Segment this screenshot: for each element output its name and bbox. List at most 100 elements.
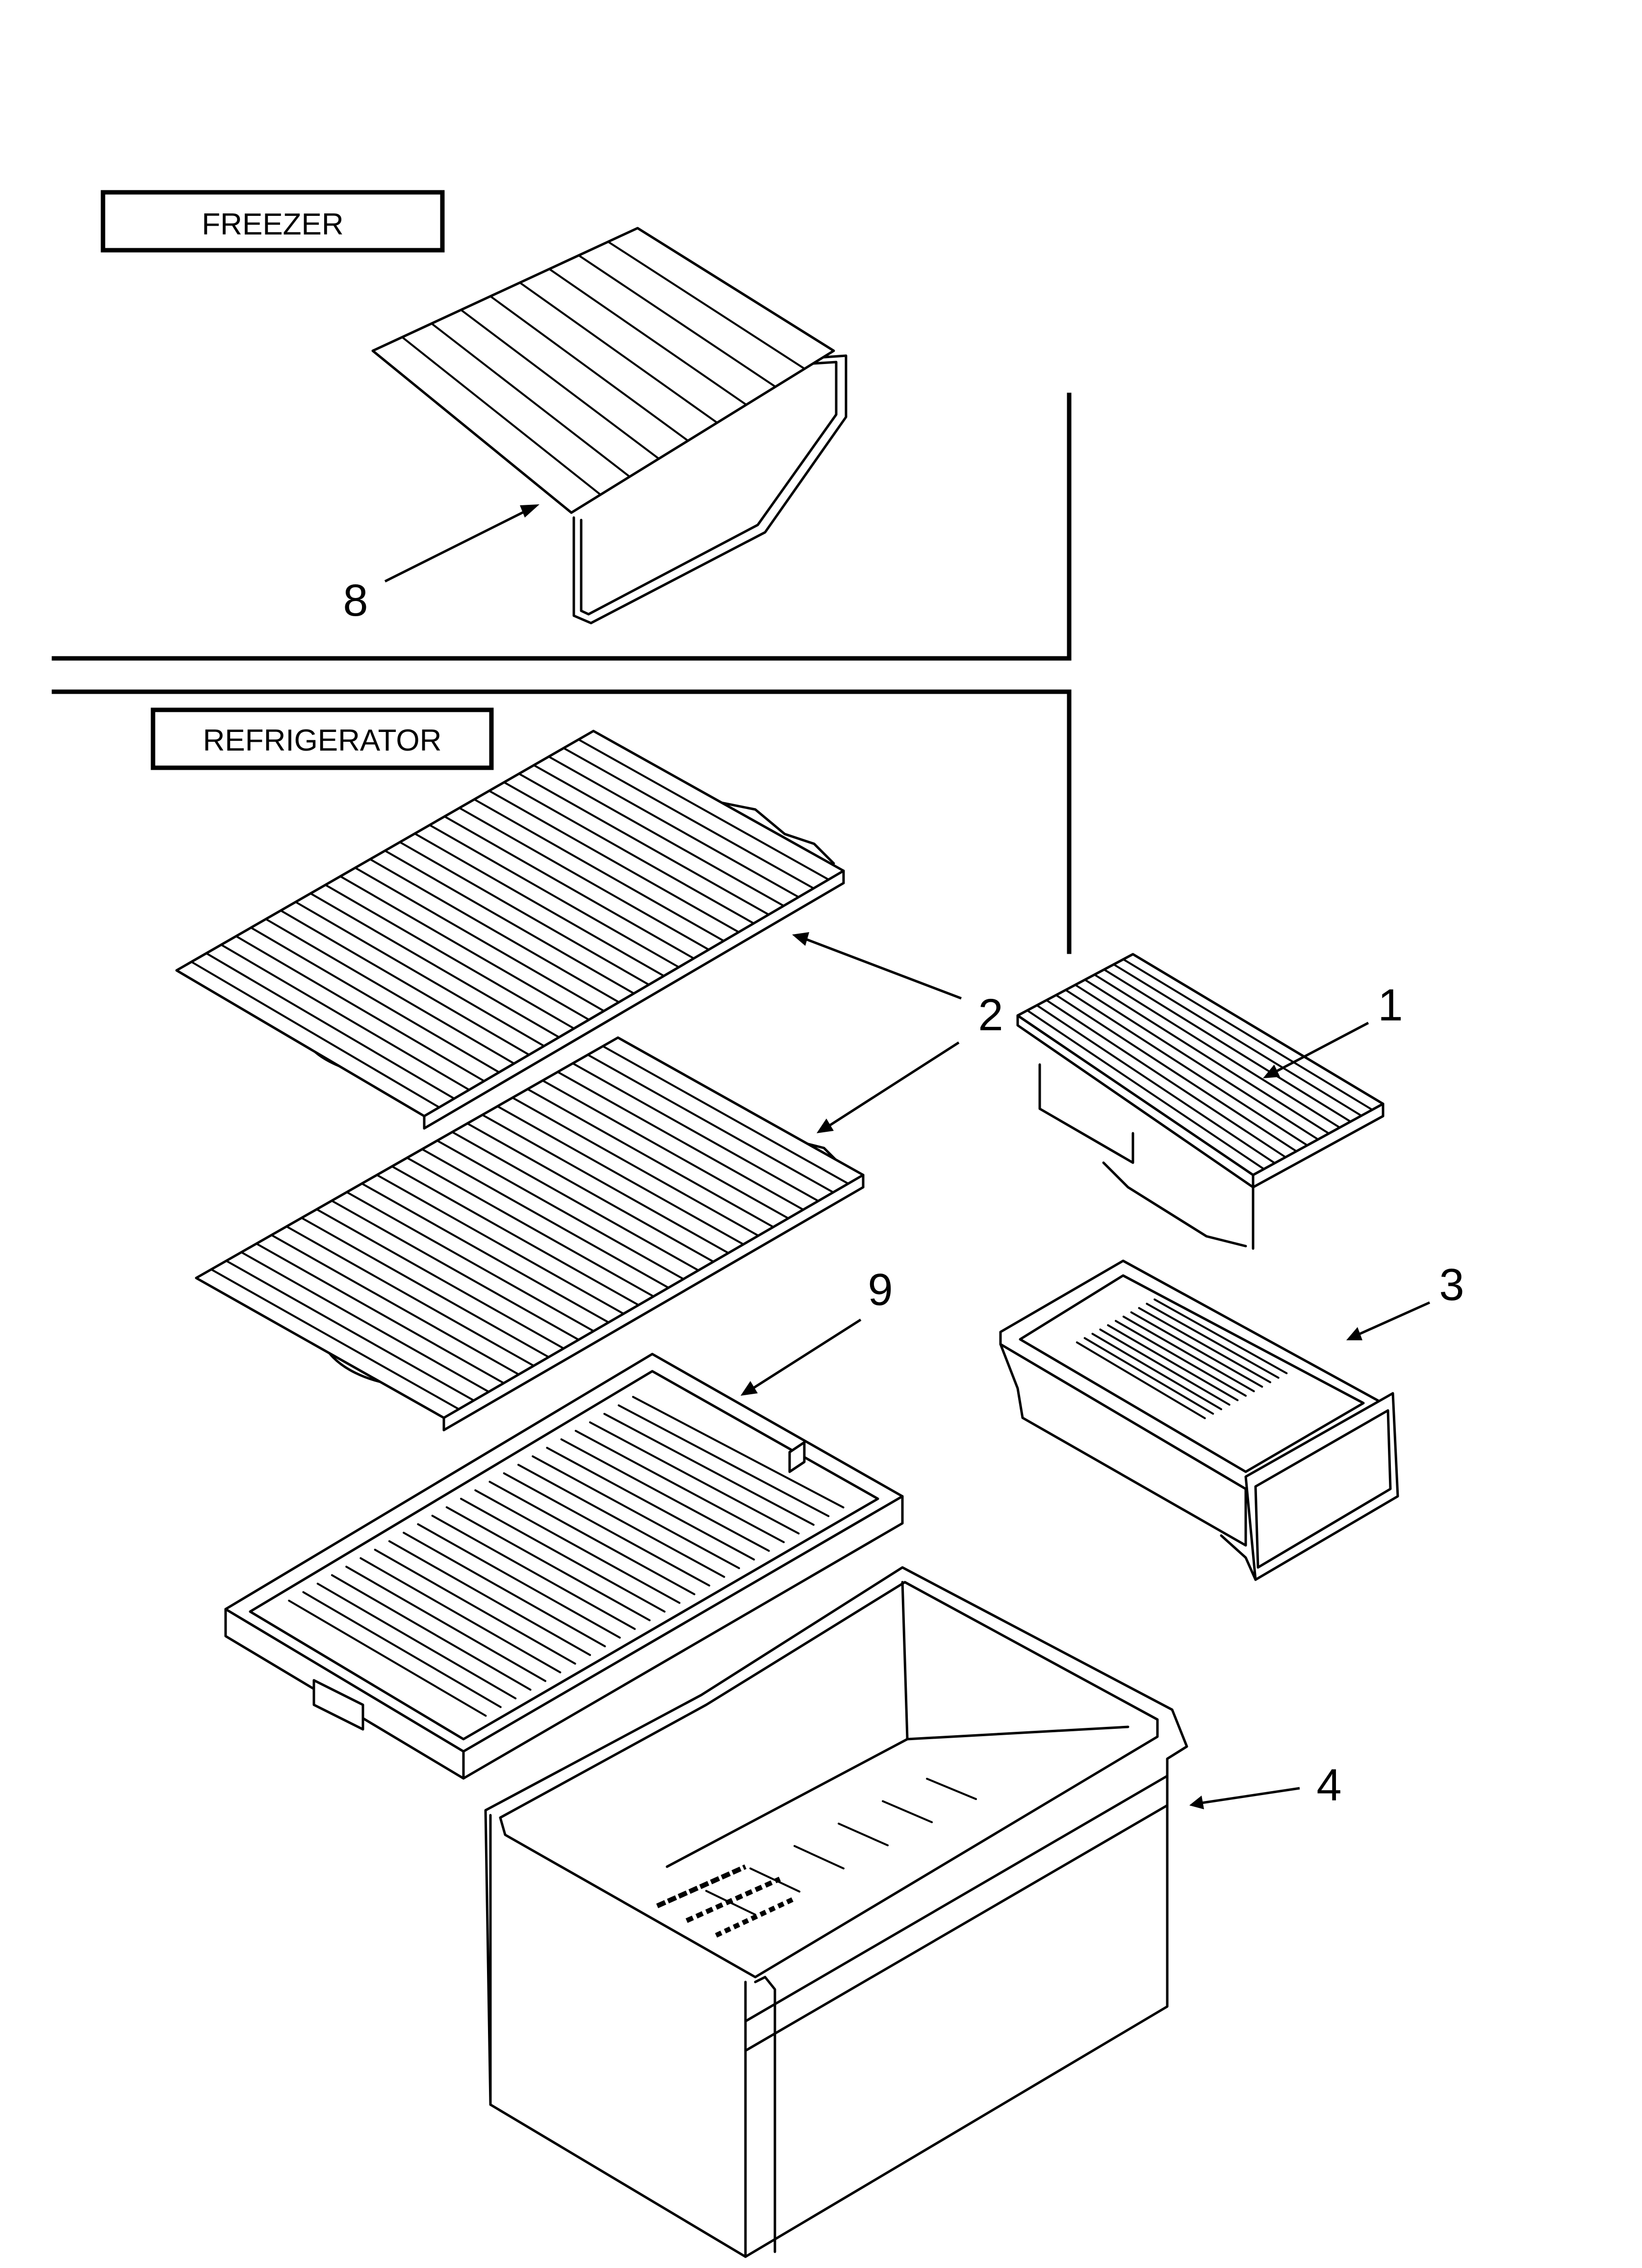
- shelf-wire: [436, 1140, 685, 1280]
- shelf-wire: [431, 322, 631, 478]
- callout-arrows: [384, 504, 1431, 1809]
- cover-rib: [374, 1548, 576, 1665]
- cover-rib: [445, 1506, 651, 1621]
- pan-rib: [1091, 1332, 1222, 1410]
- shelf-wire: [384, 850, 635, 994]
- freezer-label-text: FREEZER: [202, 208, 343, 241]
- drawer-rib: [838, 1823, 889, 1847]
- pan-rib: [1130, 1311, 1263, 1388]
- cover-rib: [589, 1421, 800, 1535]
- callout-2: 2: [978, 990, 1003, 1040]
- crisper-drawer: [484, 1566, 1188, 2258]
- shelf-wire: [255, 1243, 505, 1384]
- shelf-wire: [458, 807, 710, 951]
- cover-rib: [488, 1481, 695, 1595]
- drawer-rib: [926, 1777, 977, 1800]
- shelf-wire: [301, 1217, 550, 1358]
- drawer-imprint-text: [656, 1864, 796, 1938]
- shelf-wire: [563, 747, 815, 889]
- shelf-wire: [1093, 973, 1341, 1129]
- cover-rib: [403, 1532, 606, 1647]
- refrigerator-label: REFRIGERATOR: [151, 707, 494, 770]
- callout-4: 4: [1316, 1760, 1341, 1810]
- shelf-wire: [413, 833, 665, 977]
- refrigerator-shelf-lower: [195, 1036, 865, 1432]
- shelf-wire: [541, 1079, 790, 1220]
- shelf-wire: [399, 841, 650, 986]
- shelf-wire: [1064, 989, 1308, 1147]
- pan-rib: [1154, 1298, 1288, 1375]
- shelf-wire: [235, 935, 486, 1082]
- pan-rib: [1146, 1303, 1280, 1379]
- shelf-wire: [607, 240, 806, 370]
- shelf-wire: [240, 1251, 490, 1393]
- shelf-wire: [309, 892, 560, 1039]
- shelf-wire: [265, 918, 515, 1065]
- cover-rib: [532, 1455, 740, 1569]
- shelf-wire: [503, 781, 755, 925]
- shelf-wire: [190, 961, 440, 1109]
- shelf-wire: [547, 756, 800, 898]
- refrigerator-shelf-upper: [175, 730, 845, 1130]
- shelf-wire: [250, 926, 500, 1073]
- cover-rib: [431, 1514, 636, 1630]
- cover-rib: [331, 1574, 532, 1691]
- refrigerator-label-text: REFRIGERATOR: [203, 724, 442, 757]
- shelf-wire: [406, 1157, 655, 1298]
- shelf-wire: [443, 815, 695, 960]
- shelf-wire: [1055, 994, 1298, 1152]
- shelf-wire: [376, 1174, 625, 1315]
- shelf-wire: [429, 824, 680, 968]
- shelf-wire: [339, 875, 590, 1021]
- cover-rib: [546, 1447, 755, 1561]
- shelf-wire: [205, 952, 456, 1100]
- shelf-wire: [294, 901, 545, 1047]
- pan-rib: [1099, 1329, 1231, 1406]
- shelf-wire: [354, 866, 605, 1012]
- shelf-wire: [331, 1199, 580, 1341]
- shelf-wire: [496, 1105, 744, 1246]
- pan-rib: [1115, 1320, 1247, 1397]
- drawer-rib: [794, 1845, 845, 1870]
- shelf-wire: [270, 1234, 520, 1376]
- cover-rib: [316, 1583, 517, 1699]
- pan-rib: [1083, 1337, 1214, 1415]
- cover-rib: [345, 1565, 546, 1682]
- cover-rib: [417, 1523, 621, 1639]
- shelf-wire: [473, 798, 725, 942]
- cover-rib: [517, 1463, 725, 1578]
- pan-rib: [1076, 1341, 1206, 1419]
- shelf-wire: [315, 1208, 565, 1350]
- freezer-wire-shelf: [371, 227, 847, 625]
- shelf-wire: [346, 1191, 595, 1332]
- snack-pan: [999, 1259, 1399, 1581]
- cover-rib: [632, 1396, 845, 1509]
- cover-rib: [617, 1404, 830, 1517]
- pan-rib: [1138, 1307, 1271, 1383]
- shelf-wire: [512, 1096, 760, 1237]
- shelf-wire: [577, 738, 830, 881]
- callout-8: 8: [343, 575, 368, 626]
- shelf-wire: [466, 1122, 715, 1263]
- shelf-wire: [401, 336, 602, 496]
- shelf-wire: [285, 1225, 535, 1367]
- shelf-wire: [280, 910, 530, 1056]
- small-wire-shelf: [1016, 953, 1385, 1250]
- cover-rib: [388, 1540, 591, 1656]
- pan-rib: [1122, 1315, 1255, 1392]
- shelf-wire: [1112, 963, 1362, 1117]
- shelf-wire: [210, 1268, 460, 1410]
- cover-rib: [560, 1438, 770, 1552]
- shelf-wire: [518, 773, 770, 916]
- callout-1: 1: [1378, 980, 1403, 1030]
- cover-rib: [302, 1591, 502, 1708]
- cover-rib: [503, 1472, 711, 1587]
- shelf-wire: [602, 1045, 849, 1185]
- shelf-wire: [571, 1062, 820, 1202]
- shelf-wire: [460, 309, 660, 460]
- shelf-wire: [324, 884, 575, 1030]
- crisper-cover: [224, 1353, 904, 1780]
- shelf-wire: [220, 943, 470, 1091]
- shelf-wire: [1045, 999, 1287, 1158]
- shelf-wire: [533, 764, 785, 907]
